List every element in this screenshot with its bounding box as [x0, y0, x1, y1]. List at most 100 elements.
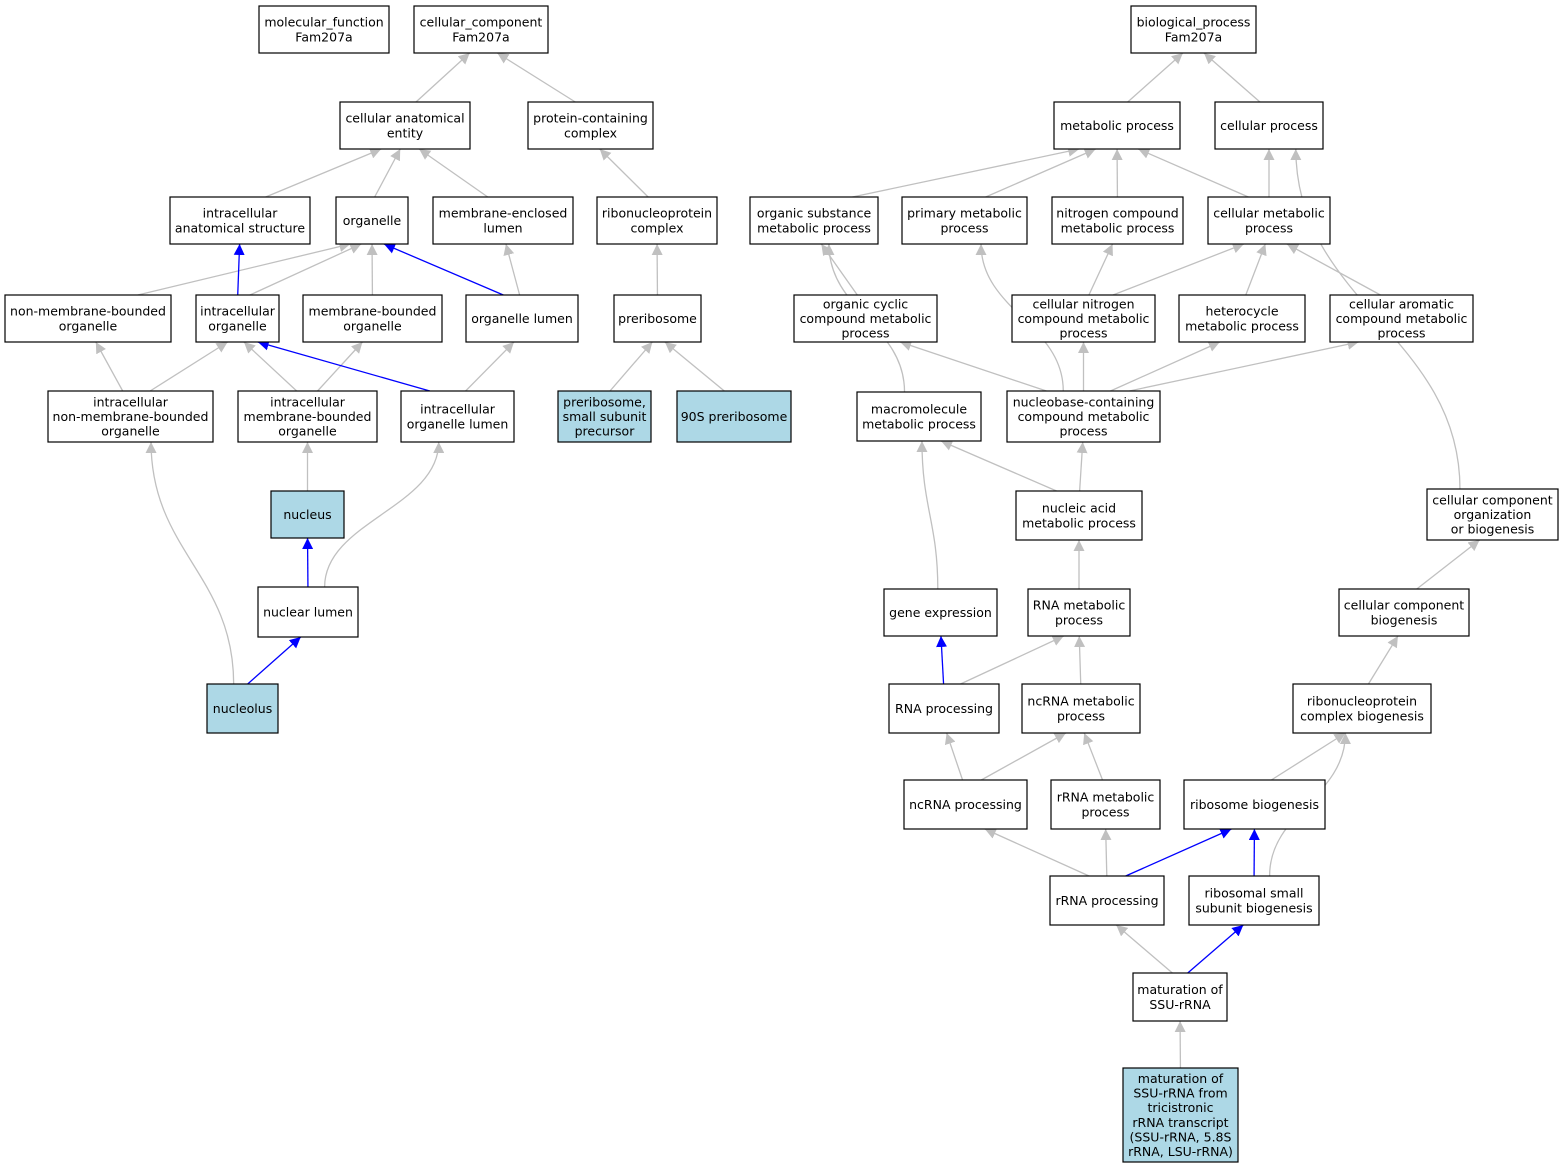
term-label: ribonucleoprotein — [1307, 694, 1417, 709]
term-label: compound metabolic — [1336, 311, 1468, 326]
term-node-gene-expression[interactable]: gene expression — [883, 588, 998, 637]
edge-organelle-to-cellular-anatomical-entity — [374, 148, 401, 198]
term-label: complex — [631, 220, 684, 235]
edge-intracellular-organelle-lumen-to-intracellular-organelle — [257, 339, 431, 392]
term-label: biogenesis — [1371, 612, 1438, 627]
term-node-intracellular-non-membrane-bounded-organelle[interactable]: intracellularnon-membrane-boundedorganel… — [47, 390, 214, 443]
edge-nucleolus-to-intracellular-non-membrane-bounded-organelle — [145, 441, 235, 685]
term-label: metabolic process — [1061, 220, 1175, 235]
term-label: RNA processing — [895, 701, 993, 716]
term-label: metabolic process — [1060, 118, 1174, 133]
term-box — [335, 196, 409, 245]
term-box — [527, 101, 654, 150]
term-box — [339, 101, 471, 150]
edge-rrna-metabolic-process-to-ncrna-metabolic-process — [1083, 732, 1104, 781]
term-label: non-membrane-bounded — [10, 304, 166, 319]
edge-heterocycle-metabolic-process-to-cellular-metabolic-process — [1245, 243, 1267, 296]
edge-gene-expression-to-macromolecule-metabolic-process — [916, 440, 939, 590]
term-node-90s-preribosome[interactable]: 90S preribosome — [676, 390, 792, 443]
term-node-ncrna-processing[interactable]: ncRNA processing — [903, 779, 1028, 830]
edge-intracellular-membrane-bounded-organelle-to-intracellular-organelle — [243, 341, 298, 392]
term-label: intracellular — [420, 402, 496, 417]
term-box — [465, 294, 579, 343]
edge-intracellular-non-membrane-bounded-organelle-to-non-membrane-bounded-organelle — [95, 341, 124, 392]
edge-preribosome-small-subunit-precursor-to-preribosome — [609, 341, 653, 392]
term-box — [1049, 875, 1165, 926]
term-box — [1292, 683, 1432, 734]
term-label: organelle lumen — [407, 416, 509, 431]
term-label: process — [1081, 804, 1129, 819]
term-label: membrane-bounded — [309, 304, 437, 319]
term-label: metabolic process — [1185, 318, 1299, 333]
term-label: rRNA processing — [1055, 893, 1158, 908]
term-box — [1338, 588, 1470, 637]
term-label: Fam207a — [295, 29, 352, 44]
term-box — [1426, 488, 1559, 541]
term-box — [1011, 294, 1156, 343]
term-label: compound metabolic — [1018, 409, 1150, 424]
term-label: compound metabolic — [1018, 311, 1150, 326]
term-label: intracellular — [93, 394, 169, 409]
term-node-nucleolus[interactable]: nucleolus — [206, 683, 279, 734]
term-node-organelle[interactable]: organelle — [335, 196, 409, 245]
edge-organelle-lumen-to-membrane-enclosed-lumen — [503, 243, 521, 296]
term-box — [1051, 196, 1184, 245]
term-node-rna-processing[interactable]: RNA processing — [888, 683, 1000, 734]
term-node-nuclear-lumen[interactable]: nuclear lumen — [257, 586, 359, 638]
edge-ribosome-biogenesis-to-ribonucleoprotein-complex-biogenesis — [1270, 732, 1346, 781]
term-node-metabolic-process[interactable]: metabolic process — [1053, 101, 1181, 150]
term-box — [613, 294, 702, 343]
term-box — [888, 683, 1000, 734]
term-box — [1178, 294, 1306, 343]
term-node-rrna-processing[interactable]: rRNA processing — [1049, 875, 1165, 926]
term-node-nucleus[interactable]: nucleus — [270, 490, 345, 539]
term-label: cellular metabolic — [1213, 206, 1325, 221]
term-node-organelle-lumen[interactable]: organelle lumen — [465, 294, 579, 343]
term-node-cellular-process[interactable]: cellular process — [1214, 101, 1324, 150]
edge-intracellular-membrane-bounded-organelle-to-membrane-bounded-organelle — [317, 341, 363, 392]
term-box — [270, 490, 345, 539]
term-box — [1027, 588, 1131, 637]
term-node-ribosome-biogenesis[interactable]: ribosome biogenesis — [1183, 779, 1326, 830]
edge-rrna-processing-to-ribosome-biogenesis — [1125, 828, 1232, 877]
term-label: organelle — [343, 318, 402, 333]
term-label: complex — [564, 125, 617, 140]
term-box — [4, 294, 172, 343]
term-node-preribosome[interactable]: preribosome — [613, 294, 702, 343]
edge-cellular-aromatic-compound-metabolic-process-to-cellular-metabolic-process — [1286, 243, 1381, 296]
